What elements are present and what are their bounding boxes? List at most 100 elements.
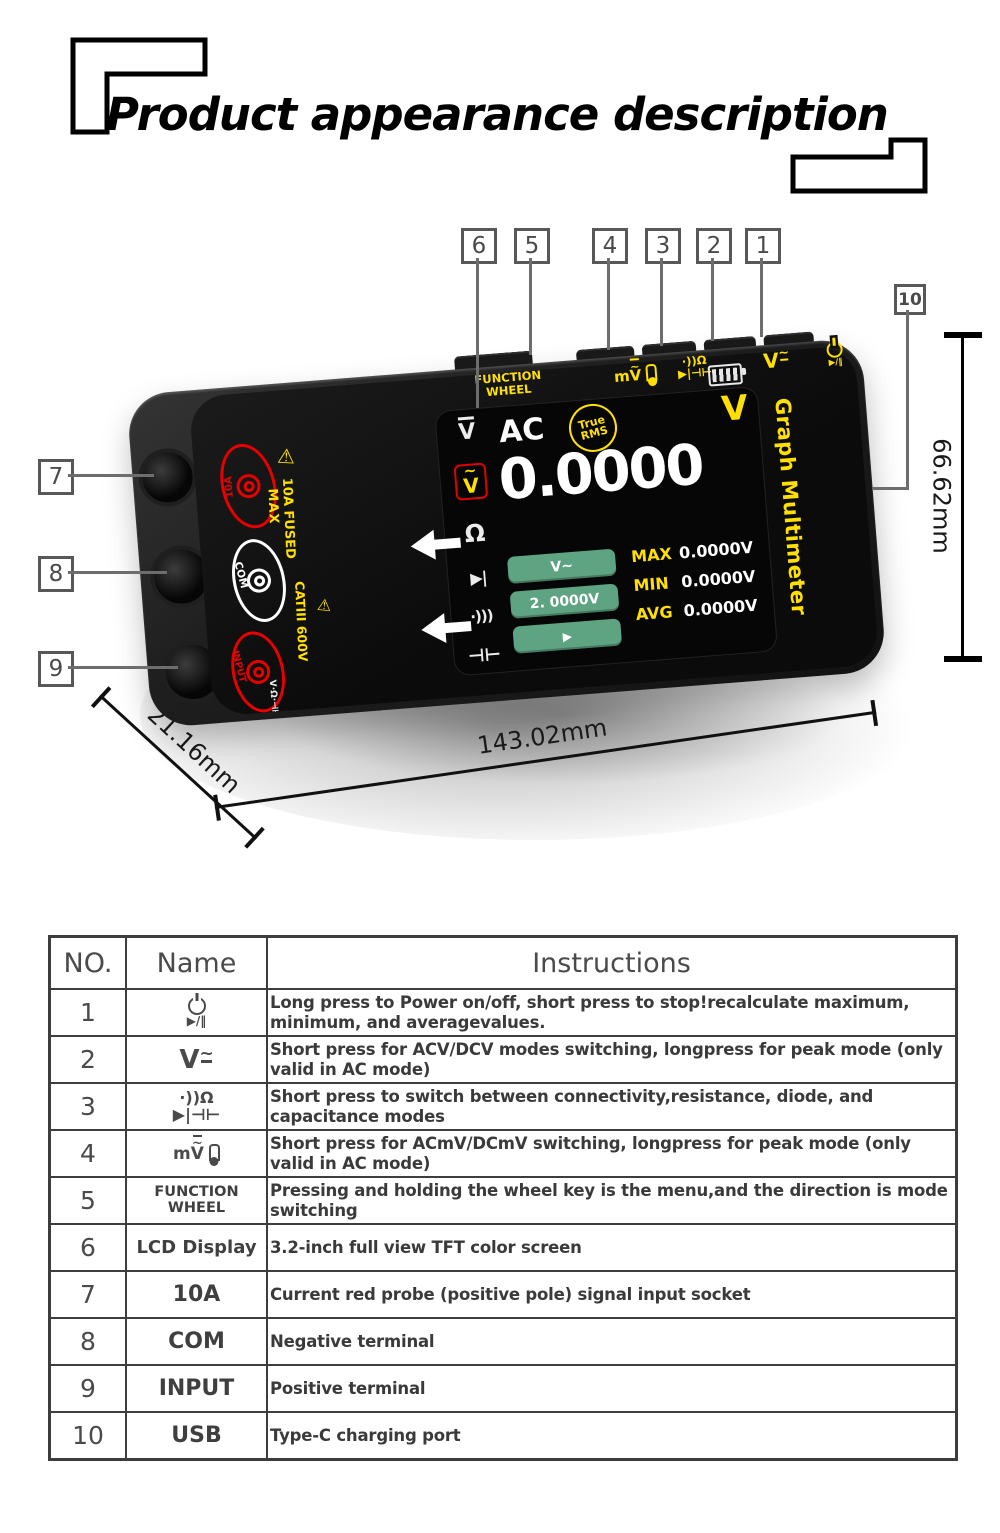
corner-bracket-bottom-right-icon [790,137,928,194]
port-label-com: COM [231,560,251,590]
callout-8: 8 [38,556,74,592]
cell-no: 2 [48,1035,127,1084]
continuity-icon: ·))) [469,606,494,626]
cell-name: INPUT [125,1364,268,1413]
unit-readout: V [720,387,750,430]
page-title: Product appearance description [106,88,889,141]
cell-instructions: Short press to switch between connectivi… [266,1082,958,1131]
table-row: 6 LCD Display 3.2-inch full view TFT col… [48,1223,958,1272]
thermometer-icon [208,1143,220,1161]
left-arrow-icon [420,611,474,645]
height-dim-label: 66.62mm [927,438,956,554]
table-row: 4 m~V Short press for ACmV/DCmV switchin… [48,1129,958,1178]
table-row: 3 ·))Ω ▶|⊣⊢ Short press to switch betwee… [48,1082,958,1131]
callout-7: 7 [38,459,74,495]
cell-no: 8 [48,1317,127,1366]
battery-icon [707,363,744,387]
left-arrow-icon [409,528,464,562]
ac-voltage-icon-active: ~V [453,461,488,502]
callout-4: 4 [592,228,628,264]
callout-1: 1 [745,228,781,264]
cell-no: 7 [48,1270,127,1319]
callout-line-10b [872,487,909,490]
callout-9: 9 [38,651,74,687]
cell-no: 4 [48,1129,127,1178]
cell-instructions: Short press for ACmV/DCmV switching, lon… [266,1129,958,1178]
continuity-modes-icon: ·))Ω ▶|⊣⊢ [172,1087,221,1124]
multimeter-device: 10A ⚠ 10A FUSED MAX COM CATIII 600V ⚠ IN… [126,331,887,729]
play-button: ▶ [512,618,623,654]
range-value-button: 2. 0000V [509,583,620,619]
height-dim-cap-bottom [944,656,982,662]
callout-2: 2 [696,228,732,264]
callout-3: 3 [645,228,681,264]
callout-line-7 [68,474,154,477]
cell-instructions: 3.2-inch full view TFT color screen [266,1223,958,1272]
callout-line-2 [711,258,714,341]
diode-icon: ▶| [469,567,488,588]
cell-name: ▶/‖ [125,988,268,1037]
power-play-icon: ▶/‖ [129,996,264,1028]
power-icon [826,341,844,359]
capacitance-icon: ⊣⊢ [467,643,502,668]
table-row: 7 10A Current red probe (positive pole) … [48,1270,958,1319]
cell-instructions: Pressing and holding the wheel key is th… [266,1176,958,1225]
cell-name: LCD Display [125,1223,268,1272]
cell-instructions: Current red probe (positive pole) signal… [266,1270,958,1319]
dc-voltage-icon: V [457,416,476,445]
spec-table: NO. Name Instructions 1 ▶/‖ Long press t… [48,935,958,1461]
cell-no: 6 [48,1223,127,1272]
range-button: V~ [506,548,617,584]
callout-line-4 [607,258,610,350]
header-no: NO. [48,935,127,990]
port-marking-input: INPUT [223,626,293,717]
power-label: ▶/‖ [826,341,844,368]
table-row: 8 COM Negative terminal [48,1317,958,1366]
callout-10: 10 [894,284,926,315]
cell-name: m~V [125,1129,268,1178]
cat-rating-label: CATIII 600V [292,580,311,662]
table-row: 2 V~ Short press for ACV/DCV modes switc… [48,1035,958,1084]
table-row: 10 USB Type-C charging port [48,1411,958,1461]
header-instructions: Instructions [266,935,958,990]
cell-no: 3 [48,1082,127,1131]
cell-no: 10 [48,1411,127,1461]
cell-instructions: Positive terminal [266,1364,958,1413]
cell-instructions: Type-C charging port [266,1411,958,1461]
table-row: 5 FUNCTION WHEEL Pressing and holding th… [48,1176,958,1225]
target-ring-icon [244,566,274,595]
warning-triangle-icon: ⚠ [276,443,296,469]
main-reading: 0.0000 [496,432,705,514]
callout-line-1 [760,258,763,337]
cell-name: FUNCTION WHEEL [125,1176,268,1225]
cell-name: 10A [125,1270,268,1319]
vac-label: V~ [762,345,790,374]
cell-no: 9 [48,1364,127,1413]
resistance-icon: Ω [463,519,487,549]
cell-instructions: Negative terminal [266,1317,958,1366]
port-label-input: INPUT [229,649,248,684]
cell-instructions: Long press to Power on/off, short press … [266,988,958,1037]
corner-bracket-top-left-icon [70,37,208,135]
cell-name: ·))Ω ▶|⊣⊢ [125,1082,268,1131]
header-name: Name [125,935,268,990]
port-label-10a: 10A [223,475,236,499]
cell-name: USB [125,1411,268,1461]
table-row: 1 ▶/‖ Long press to Power on/off, short … [48,988,958,1037]
vac-dc-icon: V~ [179,1043,214,1075]
cell-no: 5 [48,1176,127,1225]
callout-5: 5 [514,228,550,264]
callout-6: 6 [461,228,497,264]
table-header-row: NO. Name Instructions [48,935,958,990]
height-dim-cap-top [944,332,982,338]
callout-line-9 [68,666,178,669]
callout-line-8 [68,571,167,574]
cell-instructions: Short press for ACV/DCV modes switching,… [266,1035,958,1084]
mv-temp-icon: m~V [173,1134,220,1164]
thermometer-icon [645,363,658,382]
